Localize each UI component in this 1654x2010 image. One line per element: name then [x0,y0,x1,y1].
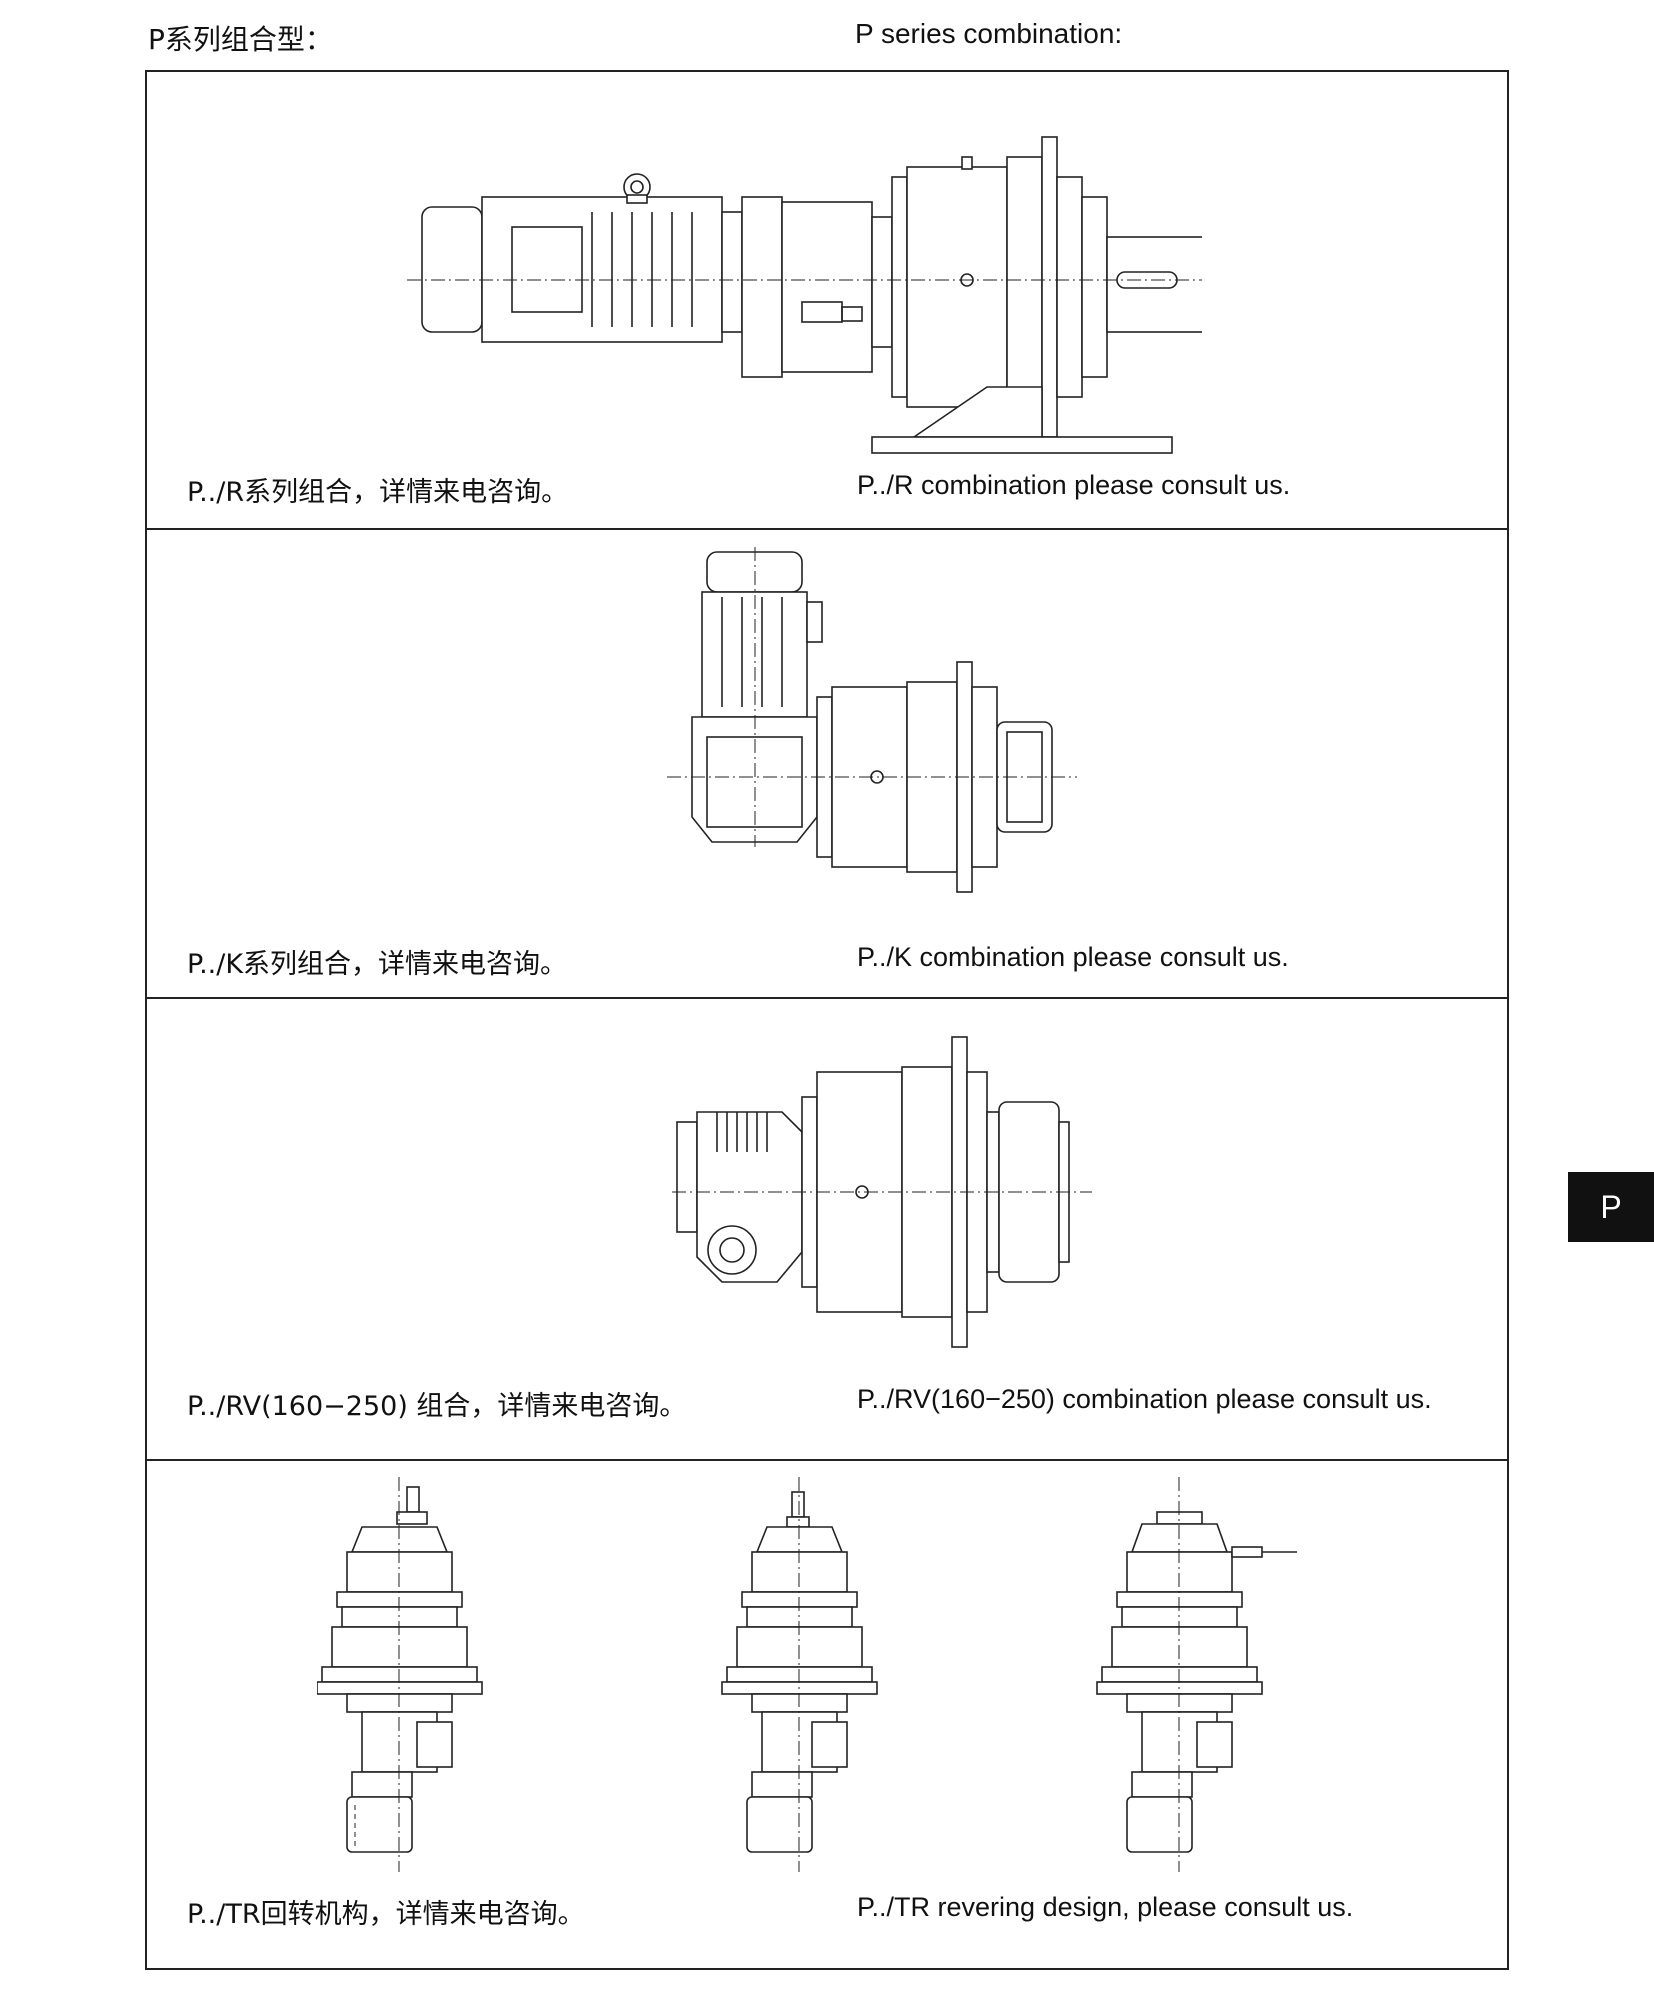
section-divider [147,997,1507,999]
section-divider [147,528,1507,530]
caption-p-rv-en: P../RV(160−250) combination please consu… [857,1384,1432,1414]
caption-p-r-en: P../R combination please consult us. [857,470,1291,500]
p-r-gear-motor-drawing [402,87,1202,457]
section-tab-p[interactable]: P [1568,1172,1654,1242]
p-tr-slewing-drive-drawings [317,1477,1297,1877]
caption-p-k-en: P../K combination please consult us. [857,942,1289,972]
section-divider [147,1459,1507,1461]
caption-p-tr-cn: P../TR回转机构，详情来电咨询。 [187,1899,585,1930]
page-title-en: P series combination: [855,18,1123,49]
caption-p-r-cn: P../R系列组合，详情来电咨询。 [187,477,569,508]
caption-p-tr-en: P../TR revering design, please consult u… [857,1892,1354,1922]
p-k-gear-motor-drawing [667,547,1167,927]
combination-table: P../R系列组合，详情来电咨询。 P../R combination plea… [145,70,1509,1970]
p-rv-gear-drawing [672,1012,1152,1372]
page-title-cn: P系列组合型： [148,23,333,56]
caption-p-k-cn: P../K系列组合，详情来电咨询。 [187,949,568,980]
caption-p-rv-cn: P../RV(160−250) 组合，详情来电咨询。 [187,1391,687,1422]
